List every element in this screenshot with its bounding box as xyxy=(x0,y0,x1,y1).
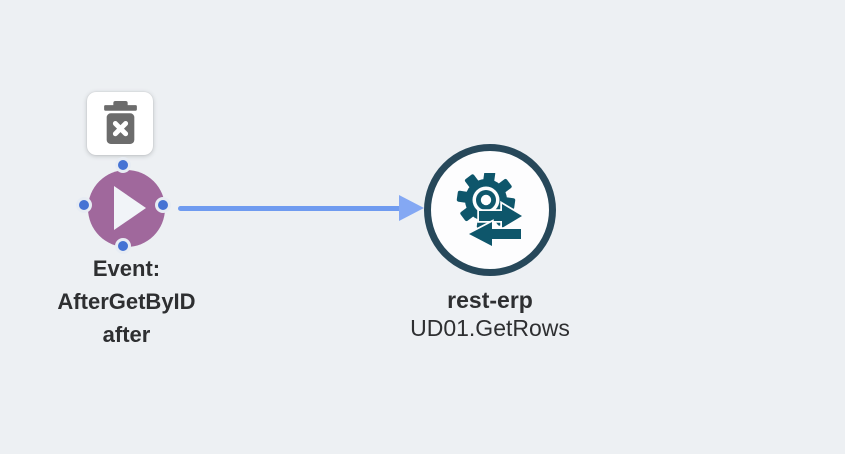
play-icon xyxy=(114,186,146,230)
rest-erp-subtitle: UD01.GetRows xyxy=(410,315,570,341)
event-label-line2: AfterGetByID xyxy=(57,289,196,314)
delete-node-button[interactable] xyxy=(87,92,153,155)
event-label-line1: Event: xyxy=(92,256,161,281)
event-node[interactable] xyxy=(88,170,165,247)
gear-sync-icon xyxy=(455,170,526,252)
rest-erp-node[interactable] xyxy=(424,144,556,276)
arrowhead-icon xyxy=(399,195,424,221)
selection-handle-right[interactable] xyxy=(155,197,171,213)
selection-handle-left[interactable] xyxy=(76,197,92,213)
selection-handle-top[interactable] xyxy=(115,157,131,173)
connector-line xyxy=(178,206,402,211)
event-node-label: Event: AfterGetByID after xyxy=(25,252,228,351)
selection-handle-bottom[interactable] xyxy=(115,238,131,254)
rest-erp-node-label: rest-erp UD01.GetRows xyxy=(390,286,590,342)
trash-x-icon xyxy=(103,100,137,147)
rest-erp-title: rest-erp xyxy=(447,287,533,313)
event-label-line3: after xyxy=(102,322,151,347)
